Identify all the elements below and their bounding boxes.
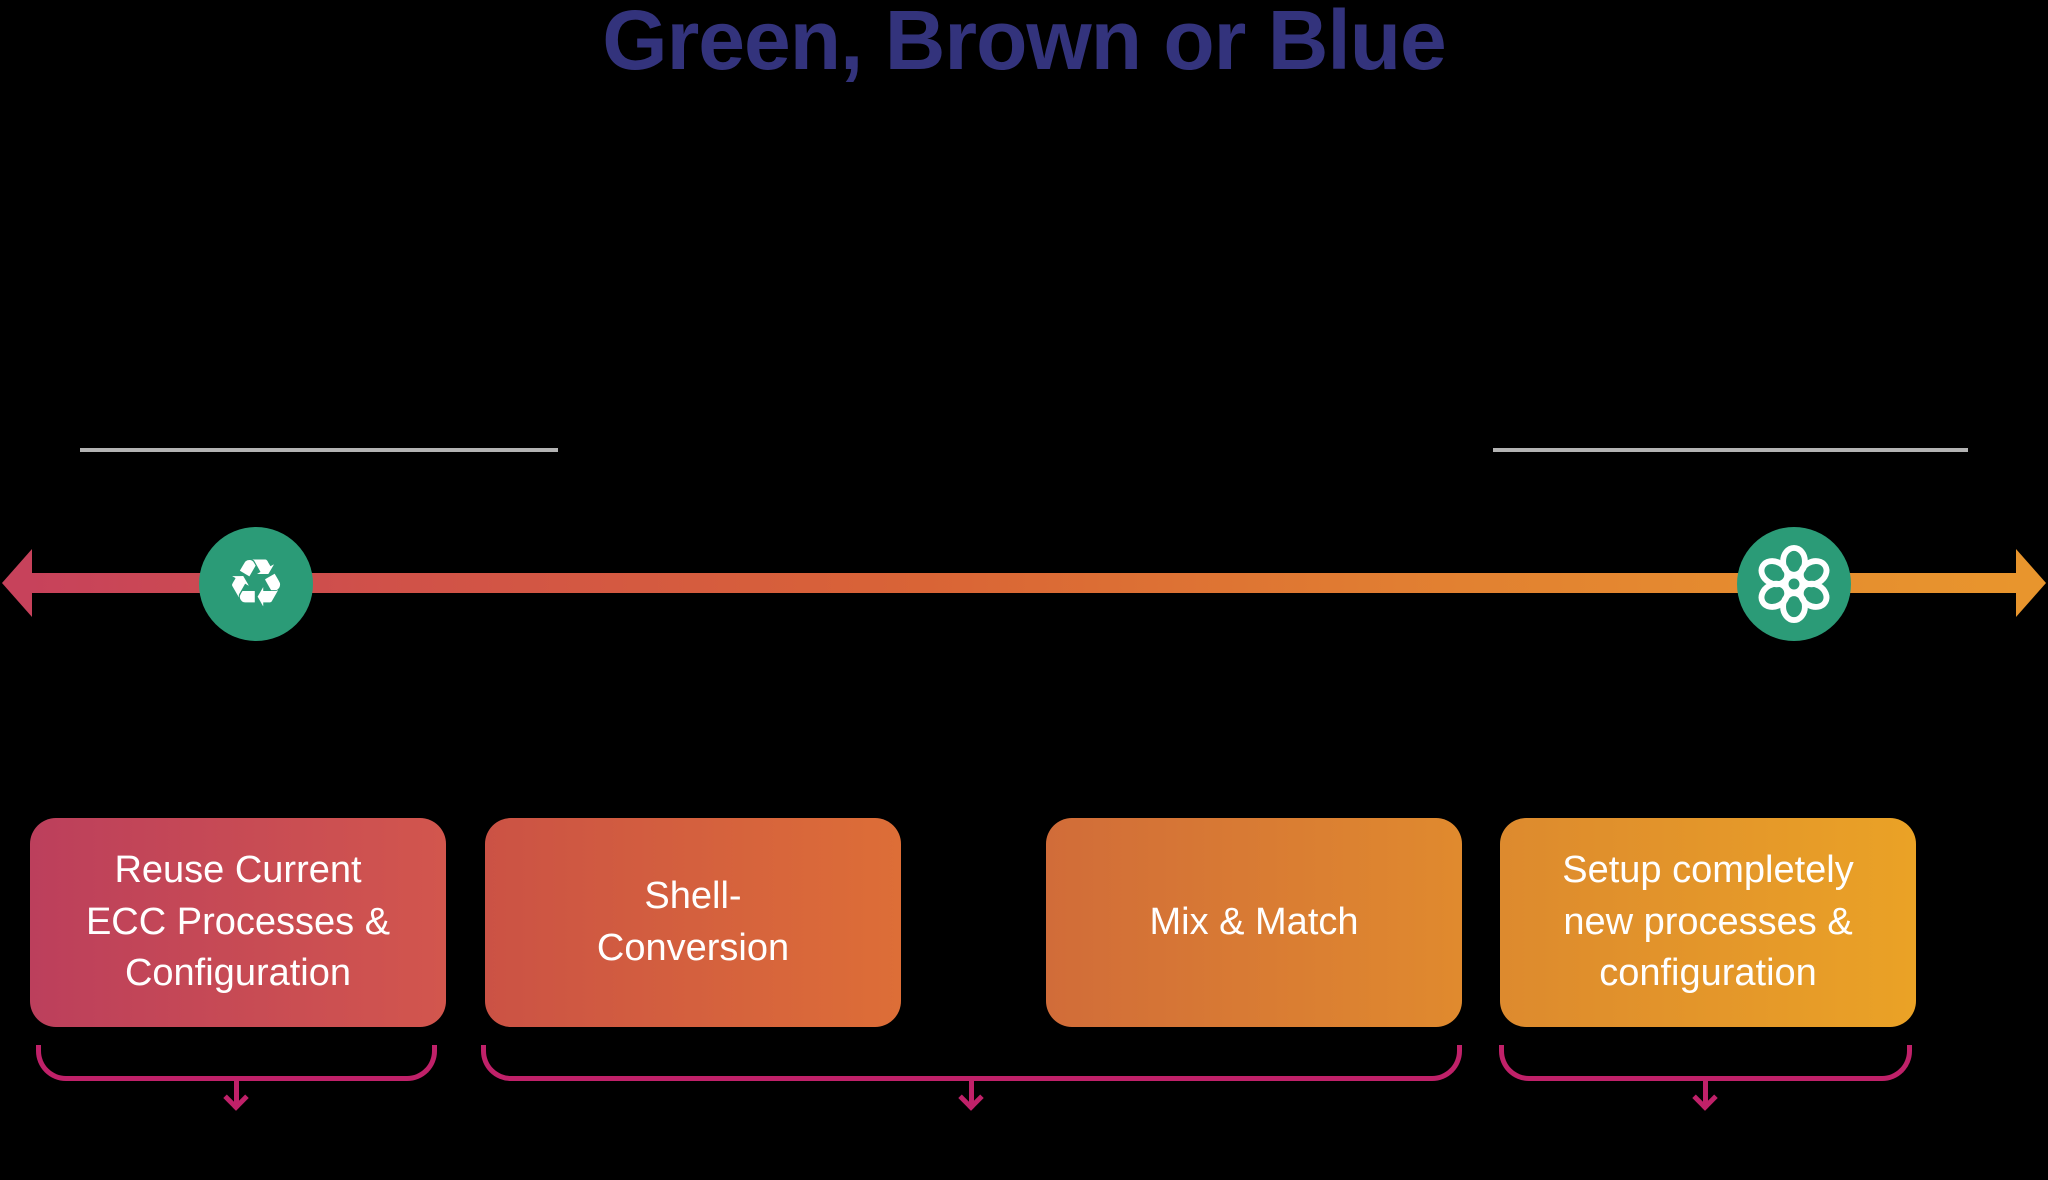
option-label: Reuse Current ECC Processes & Configurat… — [85, 848, 391, 995]
down-arrow-icon — [223, 1085, 249, 1111]
option-box-reuse: Reuse Current ECC Processes & Configurat… — [30, 818, 446, 1027]
left-rule-line — [80, 448, 558, 452]
recycle-marker: ♻ — [199, 527, 313, 641]
bracket-arrow-stem-left — [234, 1081, 239, 1107]
group-bracket-left — [36, 1045, 437, 1081]
page-title: Green, Brown or Blue — [602, 0, 1446, 87]
spectrum-gradient-bar — [30, 573, 2018, 593]
option-label: Mix & Match — [1149, 900, 1359, 943]
bracket-arrow-stem-right — [1703, 1081, 1708, 1107]
option-box-shell-conversion: Shell- Conversion — [485, 818, 901, 1027]
spectrum-right-arrowhead — [2016, 549, 2046, 617]
flower-marker — [1737, 527, 1851, 641]
down-arrow-icon — [958, 1085, 984, 1111]
option-label: Shell- Conversion — [596, 874, 790, 969]
spectrum-left-arrowhead — [2, 549, 32, 617]
option-label: Setup completely new processes & configu… — [1562, 848, 1854, 995]
recycle-icon: ♻ — [226, 545, 286, 622]
group-bracket-right — [1499, 1045, 1912, 1081]
down-arrow-icon — [1692, 1085, 1718, 1111]
option-box-new-setup: Setup completely new processes & configu… — [1500, 818, 1916, 1027]
bracket-arrow-stem-middle — [969, 1081, 974, 1107]
option-box-mix-and-match: Mix & Match — [1046, 818, 1462, 1027]
group-bracket-middle — [481, 1045, 1462, 1081]
right-rule-line — [1493, 448, 1968, 452]
flower-icon — [1758, 544, 1830, 624]
